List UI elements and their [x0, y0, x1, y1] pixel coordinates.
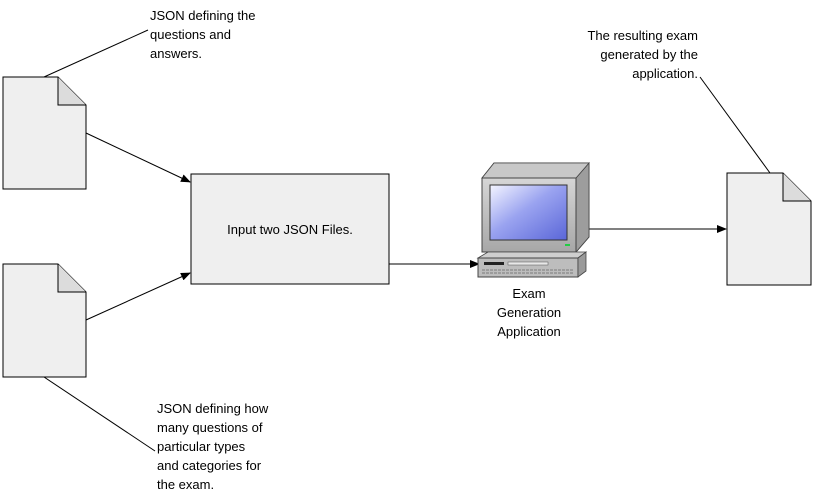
callout-resulting-exam: The resulting exam generated by the appl…: [587, 28, 698, 81]
document-icon: [2, 263, 87, 378]
callout-leader-questions: [43, 29, 149, 78]
arrow-counts-to-process: [85, 272, 191, 321]
application-label: Exam Generation Application: [496, 286, 562, 339]
callout-leader-result: [699, 76, 771, 174]
arrow-questions-to-process: [85, 132, 191, 183]
process-label: Input two JSON Files.: [227, 221, 353, 237]
process-box: [190, 173, 390, 285]
computer-icon: [476, 161, 590, 278]
callout-exam-config-json: JSON defining how many questions of part…: [157, 401, 269, 492]
callout-leader-counts: [43, 376, 156, 452]
document-icon: [2, 76, 87, 190]
callout-questions-json: JSON defining the questions and answers.: [150, 8, 256, 61]
document-icon: [726, 172, 812, 286]
